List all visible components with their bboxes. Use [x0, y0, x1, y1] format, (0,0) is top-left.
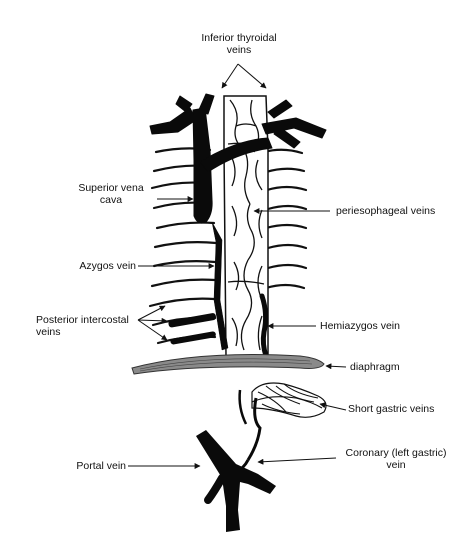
label-inferior-thyroidal-veins: Inferior thyroidal veins: [201, 32, 277, 56]
arrow-inferior-thyroidal-right: [237, 63, 267, 89]
arrow-diaphragm: [325, 363, 347, 370]
label-superior-vena-cava: Superior vena cava: [78, 182, 144, 206]
intercostal-veins-right: [262, 148, 308, 290]
label-hemiazygos-vein: Hemiazygos vein: [320, 320, 400, 332]
coronary-vein-upper: [238, 389, 248, 425]
label-portal-vein: Portal vein: [76, 460, 126, 472]
arrow-inferior-thyroidal-left: [221, 63, 239, 89]
azygos-svc-complex: [149, 93, 327, 351]
arrow-intercostal-1: [137, 305, 166, 321]
short-gastric-veins: [251, 383, 323, 415]
portal-vein-branch: [204, 474, 226, 504]
intercostal-vein-ends-left: [168, 313, 217, 345]
label-posterior-intercostal-veins: Posterior intercostal veins: [36, 314, 129, 338]
arrow-short-gastric: [319, 402, 347, 411]
arrow-intercostal-3: [137, 319, 168, 341]
label-coronary-left-gastric-vein: Coronary (left gastric) vein: [345, 447, 447, 471]
label-arrows: [128, 63, 347, 469]
label-short-gastric-veins: Short gastric veins: [348, 403, 435, 415]
arrow-coronary: [257, 457, 337, 465]
arrow-intercostal-2: [137, 317, 168, 324]
label-periesophageal-veins: periesophageal veins: [336, 205, 436, 217]
hemiazygos-vein: [259, 293, 269, 359]
diaphragm-band: [131, 354, 325, 375]
portal-vein: [196, 430, 276, 532]
label-diaphragm: diaphragm: [350, 361, 400, 373]
diaphragm-texture: [139, 358, 313, 372]
short-gastric-to-portal-vein: [246, 397, 262, 461]
label-azygos-vein: Azygos vein: [79, 260, 136, 272]
